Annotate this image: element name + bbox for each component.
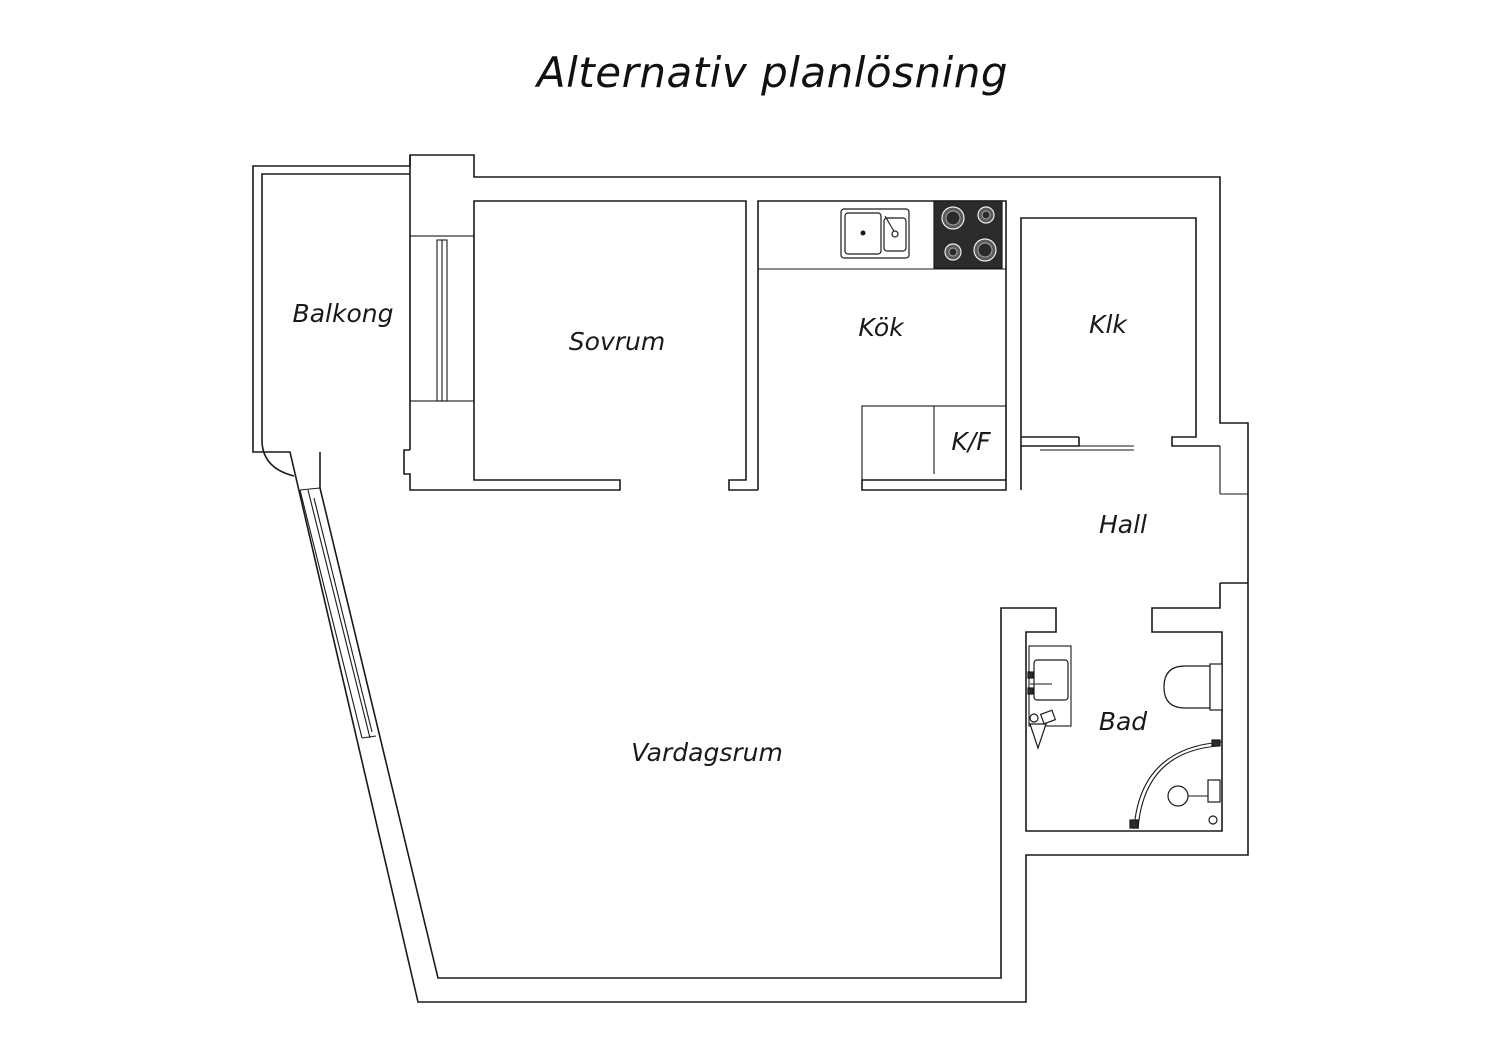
- bathroom-wall: [319, 452, 1248, 979]
- outer-wall: [252, 154, 1249, 1003]
- closet-wall: [1020, 217, 1220, 490]
- room-label-balkong: Balkong: [293, 299, 394, 328]
- room-label-vardagsrum: Vardagsrum: [631, 738, 783, 767]
- shower-icon: [1129, 739, 1223, 830]
- stove-icon: [933, 200, 1003, 269]
- toilet-icon: [1163, 663, 1223, 711]
- balcony-bedroom-wall: [403, 155, 758, 491]
- page-title: Alternativ planlösning: [536, 48, 1009, 97]
- room-label-kok: Kök: [858, 313, 905, 342]
- room-label-kf: K/F: [951, 427, 991, 456]
- sink-icon: [840, 208, 910, 259]
- living-window: [299, 487, 377, 739]
- room-label-klk: Klk: [1089, 310, 1128, 339]
- room-label-bad: Bad: [1099, 707, 1147, 736]
- washbasin-icon: [1027, 645, 1072, 750]
- room-label-sovrum: Sovrum: [569, 327, 665, 356]
- room-label-hall: Hall: [1099, 510, 1147, 539]
- balcony-wall: [261, 173, 410, 477]
